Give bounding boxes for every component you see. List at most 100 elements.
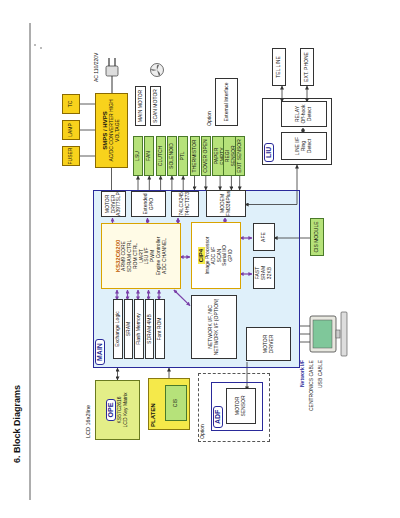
modem-box: MODEMFM336Plus [206,190,246,217]
node-text: FUSER [68,148,74,165]
node-text: Extended GPIO [143,193,155,214]
panel-fill [148,378,190,430]
connector [194,176,195,190]
line-part: LINE I/FRing Detect [281,132,327,160]
note-label: AC 110/220V [94,53,100,82]
node-text: 32KB [267,267,273,279]
node-text: ADC CHANNEL [162,238,168,274]
node-text: Flash Memory [136,313,142,345]
node-text: SDRAM 4MB [147,314,153,344]
io-box: FAN [144,136,154,176]
node-text: LCD Key Matrix [123,393,129,428]
node-text: THERMISTOR [192,140,198,173]
memory-box: Flash Memory [134,299,144,359]
node-text: NETWORK I/F (OPTION) [214,299,220,356]
io-box: CLUTCH [156,136,166,176]
connector [117,368,118,380]
connector [282,86,283,102]
connector [111,168,112,190]
network-box: NETWORK I/F, NICNETWORK I/F (OPTION) [191,295,237,359]
note-label: Network I/F [300,360,306,387]
io-box: EXIT SENSOR [235,136,245,176]
io-box: THERMISTOR [190,136,200,176]
node-text: EXT. PHONE [304,52,310,82]
node-text: LAMP [68,123,74,137]
node-text: MOTOR DRIVER [263,330,275,358]
connector [180,256,190,257]
connector [174,290,190,306]
page-mark [34,44,35,45]
node-text: SCAN MOTOR [153,89,159,123]
connector [169,368,170,378]
power-part: TC [62,94,80,114]
platen-unit: PLATEN CIS [148,378,190,430]
node-tag: LIU [264,143,274,162]
image-processor: CIP4Image ProcessorADC I/FSCANSerial I/O… [191,222,241,289]
node-text: SOLENOID [169,143,175,169]
io-box: LSU [133,136,143,176]
io-box: COVER OPEN [201,136,211,176]
connector [231,176,232,190]
power-plug [106,58,118,93]
node-text: CLUTCH [158,146,164,166]
connector [240,237,252,238]
node-text: FM336Plus [226,191,232,216]
node-text: FAST SRAM [255,260,267,286]
asic-block: KS32C6200ARM9 CORESDRAM CTRLROM CTRLUART… [101,223,181,289]
power-supply: SMPS / HVPSAC/DC CONVERTER HIGH VOLTAGE [95,93,128,168]
node-heading: SMPS / HVPS [102,111,109,149]
node-text: Off-hook Detect [301,104,313,124]
note-label: LCD 16x2line [85,405,91,438]
io-box: PTL [178,136,188,176]
node-text: MOTOR DRIVER [105,194,117,214]
line-box: EXT. PHONE [300,48,314,86]
note-label: USB CABLE [318,360,324,388]
main-board: MAIN Exchange Logic SRAM Flash Memory SDRAM … [93,190,300,368]
memory-box: SRAM [124,299,134,359]
node-text: AFE [261,232,267,242]
connector [160,176,161,190]
connector [245,165,297,205]
node-text: Option [200,376,206,439]
driver-box: MOTOR DRIVER [246,327,291,361]
panel-fill [262,98,332,165]
node-text: TC [68,101,74,108]
node-tag: ADF [213,406,223,428]
node-text: CIS [173,399,179,407]
sensor-box: CIS [165,385,187,421]
node-tag: MAIN [95,339,105,365]
connector [240,273,252,274]
motor-box: MAIN MOTOR [135,86,146,126]
page-mark [40,47,41,48]
pc-icon [300,312,347,356]
connector [247,362,248,390]
memory-box: Exchange Logic [113,299,123,359]
power-part: FUSER [62,146,80,166]
node-heading: PLATEN [150,381,157,427]
node-heading: CIP4 [198,247,205,264]
note-label: CENTRONICS CABLE [309,360,315,411]
node-text: A3977SLP [116,192,122,216]
memory-box: SDRAM 4MB [145,299,155,359]
connector [80,130,95,131]
line-box: TEL LINE [272,48,286,86]
node-text: TEL LINE [276,56,282,78]
gpio-box: Extended GPIO [131,191,166,217]
node-text: SRAM [126,322,132,336]
adf-unit: ADFMOTORSENSOR [211,382,263,431]
node-text: AC/DC CONVERTER HIGH VOLTAGE [109,96,121,165]
latch-box: 74LCX24574HCT373 [171,191,199,217]
fan-icon [151,64,164,77]
page-title: 6. Block Diagrams [13,385,23,463]
motor-box: SCAN MOTOR [150,86,161,126]
connector [307,86,308,102]
connector [80,156,95,157]
title-rule [30,23,31,500]
connector [171,176,172,190]
node-text: Exchange Logic [115,311,121,347]
connector [205,176,206,190]
node-text: CIS MODULE [314,221,320,252]
adf-parts: MOTORSENSOR [226,388,256,424]
io-box: SOLENOID [167,136,177,176]
line-part: RELAYOff-hook Detect [281,101,327,127]
